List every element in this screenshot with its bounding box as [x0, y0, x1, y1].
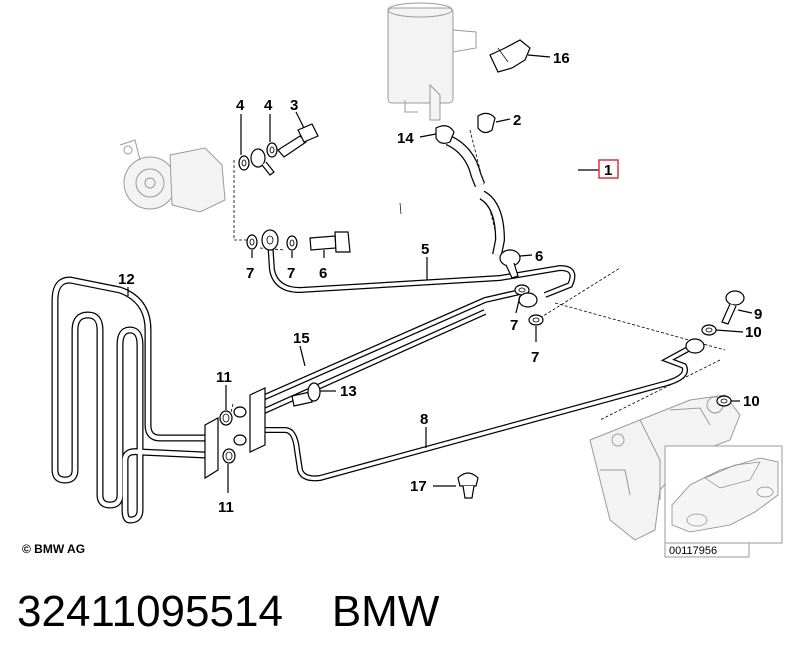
brand-name: BMW	[331, 587, 440, 636]
cooler-return-line	[258, 345, 692, 482]
cooler-connector-block	[204, 387, 266, 480]
banjo-fitting-far-right	[685, 338, 705, 354]
callout-11a[interactable]: 11	[216, 369, 232, 386]
part-number: 32411095514	[17, 587, 283, 636]
callout-4a[interactable]: 4	[236, 97, 245, 114]
washer-10b	[716, 395, 732, 407]
washer-4b	[266, 142, 278, 158]
banjo-bolt-6a	[309, 231, 351, 253]
banjo-bolt-9	[721, 290, 745, 325]
washer-7a	[246, 234, 258, 250]
reservoir-hose	[445, 134, 506, 256]
callout-12[interactable]: 12	[118, 271, 135, 288]
callout-1-highlight-box	[598, 159, 619, 179]
return-hose	[268, 137, 582, 227]
callout-7c[interactable]: 7	[510, 317, 518, 334]
washer-4a	[238, 155, 250, 171]
callouts: 1 2 3 4 4 5 6 6 7 7 7 7 8 9 10 10 11 11 …	[118, 50, 762, 516]
oil-cooler-coil	[51, 276, 206, 524]
banjo-bolt-3	[277, 123, 319, 158]
callout-2[interactable]: 2	[513, 112, 521, 129]
hose-clamp-2	[477, 112, 496, 134]
callout-8[interactable]: 8	[420, 411, 428, 428]
washer-7d	[528, 314, 544, 326]
callout-13[interactable]: 13	[340, 383, 357, 400]
caption: 32411095514 BMW	[17, 586, 439, 638]
bolt-13	[291, 382, 321, 407]
callout-6a[interactable]: 6	[319, 265, 327, 282]
callout-10b[interactable]: 10	[743, 393, 760, 410]
reference-number: 00117956	[669, 545, 717, 557]
cooler-supply-line	[256, 289, 521, 415]
callout-15[interactable]: 15	[293, 330, 310, 347]
callout-10a[interactable]: 10	[745, 324, 762, 341]
reservoir-ghost	[387, 2, 477, 121]
car-silhouette-icon	[671, 457, 779, 533]
power-steering-pump-ghost	[119, 139, 226, 213]
hose-clamp-14	[435, 125, 455, 144]
callout-6b[interactable]: 6	[535, 248, 543, 265]
callout-1[interactable]: 1	[604, 162, 612, 179]
pressure-line	[267, 239, 576, 298]
clip-17	[457, 472, 479, 499]
banjo-fitting-right	[518, 292, 538, 308]
o-ring-11b	[222, 448, 236, 464]
callout-4b[interactable]: 4	[264, 97, 273, 114]
callout-11b[interactable]: 11	[218, 499, 234, 516]
copyright-text: © BMW AG	[22, 542, 85, 556]
o-ring-11a	[219, 410, 233, 426]
washer-10a	[701, 324, 717, 336]
callout-5[interactable]: 5	[421, 241, 429, 258]
banjo-bolt-6b	[499, 249, 521, 279]
leader-lines	[127, 54, 753, 493]
vehicle-inset: 00117956	[664, 445, 783, 558]
callout-17[interactable]: 17	[410, 478, 427, 495]
callout-14[interactable]: 14	[397, 130, 414, 147]
callout-3[interactable]: 3	[290, 97, 298, 114]
callout-7d[interactable]: 7	[531, 349, 539, 366]
hose-clip-16	[489, 39, 531, 73]
callout-7a[interactable]: 7	[246, 265, 254, 282]
callout-16[interactable]: 16	[553, 50, 570, 67]
banjo-fitting-upper	[250, 148, 275, 176]
callout-9[interactable]: 9	[754, 306, 762, 323]
banjo-fitting-mid	[261, 229, 279, 251]
callout-7b[interactable]: 7	[287, 265, 295, 282]
washer-7b	[286, 235, 298, 251]
